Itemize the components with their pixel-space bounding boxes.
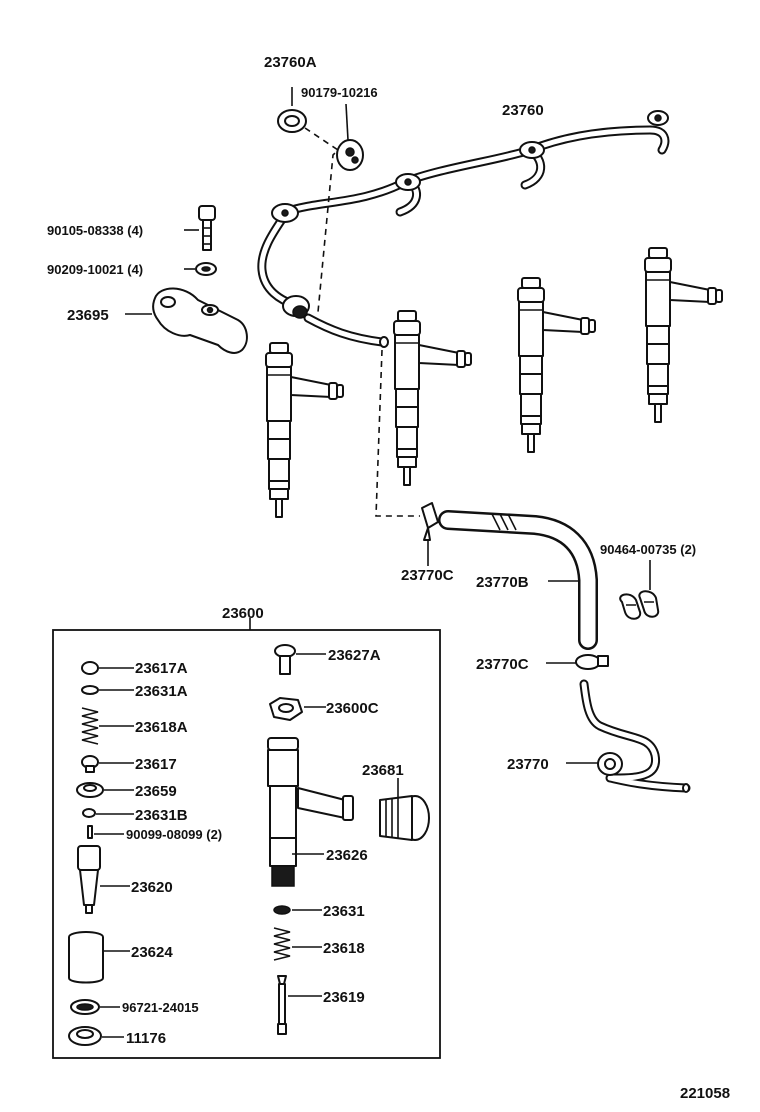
label-23618A: 23618A: [135, 719, 188, 736]
label-23600: 23600: [222, 605, 264, 622]
injector-4: [644, 247, 723, 423]
label-23760: 23760: [502, 102, 544, 119]
label-23760A: 23760A: [264, 54, 317, 71]
part-23659: [76, 782, 104, 798]
washer-96721: [70, 999, 100, 1015]
hose-clip-23770C-lower: [575, 654, 609, 670]
grommet-90179: [336, 139, 364, 171]
part-23631B: [82, 808, 96, 818]
diagram-id: 221058: [680, 1085, 730, 1102]
leakage-hose-23770B: [438, 510, 598, 650]
part-23617: [81, 755, 99, 773]
holder-body-23626: [267, 737, 354, 887]
label-23770C-lower: 23770C: [476, 656, 529, 673]
part-23681: [379, 795, 430, 841]
spring-23618: [273, 927, 291, 961]
nozzle-23620: [77, 845, 101, 914]
label-23600C: 23600C: [326, 700, 379, 717]
label-23659: 23659: [135, 783, 177, 800]
part-23631: [273, 905, 291, 915]
label-23770B: 23770B: [476, 574, 529, 591]
label-90464-00735: 90464-00735 (2): [600, 542, 696, 557]
washer-90209: [195, 262, 217, 276]
label-23695: 23695: [67, 307, 109, 324]
label-23619: 23619: [323, 989, 365, 1006]
bolt-90105: [198, 205, 216, 251]
part-23617A: [81, 661, 99, 675]
injector-clamp-23695: [152, 287, 248, 354]
label-96721-24015: 96721-24015: [122, 1000, 199, 1015]
injector-1: [265, 342, 344, 518]
label-90105-08338: 90105-08338 (4): [47, 223, 143, 238]
gasket-23760A: [277, 109, 307, 133]
injector-2: [393, 310, 472, 486]
label-90179-10216: 90179-10216: [301, 85, 378, 100]
injector-assembly-box: [52, 629, 441, 1059]
label-23624: 23624: [131, 944, 173, 961]
label-23631B: 23631B: [135, 807, 188, 824]
pushrod-23619: [277, 975, 287, 1035]
nut-23600C: [269, 697, 303, 721]
label-23618: 23618: [323, 940, 365, 957]
retaining-nut-23624: [68, 931, 104, 984]
part-23618A: [81, 707, 99, 745]
clip-90464: [619, 590, 660, 620]
injection-pipe-23760: [257, 110, 670, 310]
label-23770C-upper: 23770C: [401, 567, 454, 584]
label-90209-10021: 90209-10021 (4): [47, 262, 143, 277]
label-11176: 11176: [126, 1030, 166, 1047]
part-23631A: [81, 685, 99, 695]
label-23770: 23770: [507, 756, 549, 773]
part-23627A: [274, 644, 296, 675]
label-23620: 23620: [131, 879, 173, 896]
label-23627A: 23627A: [328, 647, 381, 664]
label-23681: 23681: [362, 762, 404, 779]
label-23617A: 23617A: [135, 660, 188, 677]
pipe-grommet: [282, 295, 389, 348]
label-23626: 23626: [326, 847, 368, 864]
label-23631: 23631: [323, 903, 365, 920]
leakage-pipe-23770: [579, 679, 691, 793]
label-23631A: 23631A: [135, 683, 188, 700]
injector-3: [517, 277, 596, 453]
label-23617: 23617: [135, 756, 177, 773]
part-90099: [87, 825, 93, 839]
hose-clip-23770C-upper: [421, 502, 439, 541]
label-90099-08099: 90099-08099 (2): [126, 827, 222, 842]
seal-11176: [68, 1026, 102, 1046]
